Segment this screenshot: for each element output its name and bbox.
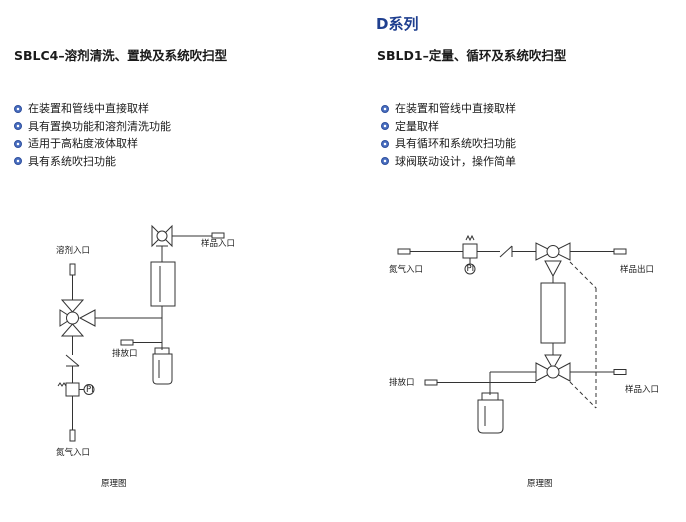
feature-item: 具有循环和系统吹扫功能 — [381, 135, 516, 153]
bullet-icon — [381, 157, 389, 166]
label-nitrogen-inlet-left: 氮气入口 — [56, 447, 90, 458]
feature-item: 适用于高粘度液体取样 — [14, 135, 171, 153]
bullet-icon — [14, 139, 22, 148]
caption-right: 原理图 — [527, 479, 553, 489]
sample-outlet-port — [613, 248, 627, 255]
left-diagram — [57, 224, 225, 442]
drain-port — [424, 379, 438, 386]
left-diagram-labels: 溶剂入口 样品入口 排放口 氮气入口 PI 原理图 — [56, 238, 235, 489]
nitrogen-inlet-port — [69, 429, 76, 442]
label-pi-left: PI — [86, 385, 94, 395]
sample-inlet-port — [211, 232, 225, 239]
pressure-gauge-icon — [83, 384, 95, 395]
bullet-icon — [14, 122, 22, 131]
caption-left: 原理图 — [101, 479, 127, 489]
sample-bottle-icon — [477, 392, 504, 434]
check-valve-icon — [499, 245, 513, 258]
bullet-icon — [14, 157, 22, 166]
label-sample-inlet-right: 样品入口 — [625, 384, 659, 395]
feature-item: 球阀联动设计，操作简单 — [381, 153, 516, 171]
sample-bottle-icon — [152, 347, 173, 385]
bullet-icon — [381, 139, 389, 148]
feature-item: 在装置和管线中直接取样 — [381, 100, 516, 118]
feature-list-right: 在装置和管线中直接取样 定量取样 具有循环和系统吹扫功能 球阀联动设计，操作简单 — [381, 100, 516, 170]
valve-linkage-dashed — [569, 261, 597, 409]
ball-valve-icon — [59, 299, 96, 337]
sample-inlet-port — [613, 369, 627, 375]
label-drain-right: 排放口 — [389, 377, 415, 388]
label-solvent-inlet: 溶剂入口 — [56, 245, 90, 256]
drain-port — [120, 339, 134, 346]
solvent-inlet-port — [69, 263, 76, 276]
bullet-icon — [14, 104, 22, 113]
sample-cylinder — [150, 261, 176, 307]
nitrogen-inlet-port — [397, 248, 411, 255]
label-pi-right: PI — [467, 264, 475, 274]
check-valve-icon — [65, 354, 80, 367]
model-title-sbld1: SBLD1–定量、循环及系统吹扫型 — [377, 48, 567, 63]
right-diagram-labels: 氮气入口 样品出口 排放口 样品入口 PI 原理图 — [389, 264, 659, 489]
bullet-icon — [381, 104, 389, 113]
regulator-icon — [462, 243, 478, 259]
label-sample-outlet: 样品出口 — [620, 264, 654, 275]
feature-item: 具有系统吹扫功能 — [14, 153, 171, 171]
top-ball-valve-icon — [535, 242, 571, 278]
feature-list-left: 在装置和管线中直接取样 具有置换功能和溶剂清洗功能 适用于高粘度液体取样 具有系… — [14, 100, 171, 170]
label-drain-left: 排放口 — [112, 348, 138, 359]
feature-item: 在装置和管线中直接取样 — [14, 100, 171, 118]
feature-item: 具有置换功能和溶剂清洗功能 — [14, 118, 171, 136]
sample-loop — [540, 282, 566, 344]
feature-item: 定量取样 — [381, 118, 516, 136]
regulator-icon — [65, 382, 80, 397]
bottom-ball-valve-icon — [535, 354, 571, 382]
label-sample-inlet-left: 样品入口 — [201, 238, 235, 249]
bullet-icon — [381, 122, 389, 131]
label-nitrogen-inlet-right: 氮气入口 — [389, 264, 423, 275]
right-diagram — [397, 234, 627, 434]
model-title-sblc4: SBLC4–溶剂清洗、置换及系统吹扫型 — [14, 48, 228, 63]
pressure-gauge-icon — [464, 263, 476, 275]
series-title: D系列 — [376, 15, 419, 33]
sample-valve-icon — [151, 224, 173, 248]
